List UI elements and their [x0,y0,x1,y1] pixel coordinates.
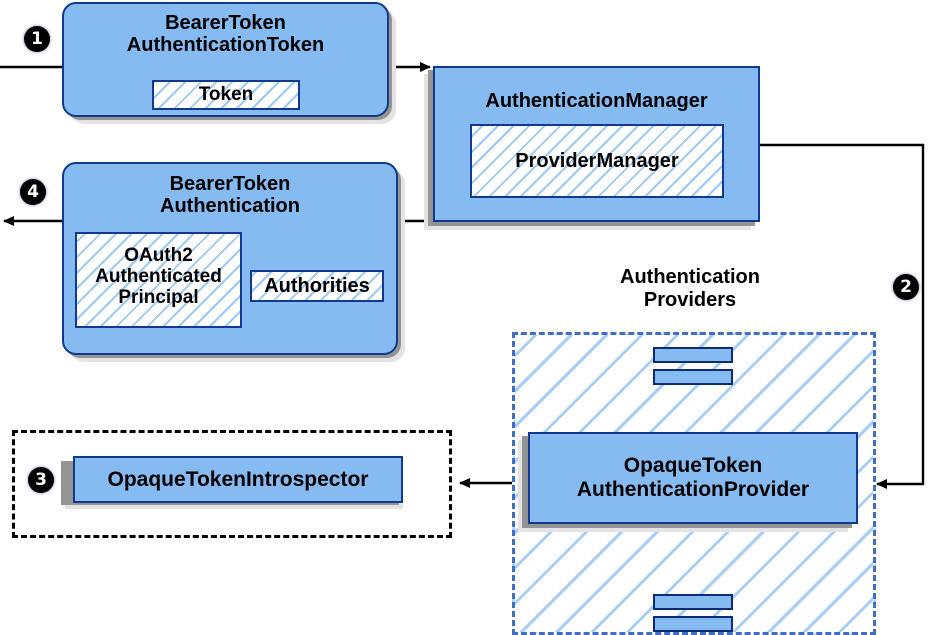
bearer-token-authentication-token-title-line1: BearerToken [165,12,286,34]
provider-stack-bottom-bar-1 [653,594,733,610]
step-marker-2: 2 [893,274,919,300]
opaque-token-authentication-provider[interactable]: OpaqueToken AuthenticationProvider [528,432,858,524]
authentication-providers-caption-line2: Providers [643,289,737,311]
step-marker-1: 1 [24,26,50,52]
provider-stack-top-bar-2 [653,369,733,385]
bearer-token-authentication[interactable]: BearerToken Authentication OAuth2 Authen… [62,162,398,355]
opaque-token-authentication-provider-title-line1: OpaqueToken [623,454,763,478]
authentication-providers-caption-line1: Authentication [620,266,760,288]
provider-stack-bottom-bar-2 [653,616,733,632]
opaque-token-authentication-provider-title-line2: AuthenticationProvider [576,478,810,501]
authentication-manager-title: AuthenticationManager [485,90,708,112]
opaque-token-introspector[interactable]: OpaqueTokenIntrospector [73,456,403,503]
bearer-token-authentication-token-title-line2: AuthenticationToken [126,34,325,57]
step-marker-3: 3 [28,467,54,493]
provider-stack-top-bar-1 [653,347,733,363]
bearer-token-authentication-title-line2: Authentication [160,195,300,218]
bearer-token-authentication-token-title: BearerToken AuthenticationToken [64,12,387,57]
step-marker-4: 4 [20,179,46,205]
oauth2-authenticated-principal-inner-box[interactable]: OAuth2 Authenticated Principal [75,232,242,328]
bearer-token-authentication-token[interactable]: BearerToken AuthenticationToken Token [62,2,389,117]
provider-manager-inner-box[interactable]: ProviderManager [470,124,724,198]
authentication-manager[interactable]: AuthenticationManager ProviderManager [433,66,760,222]
introspector-group [12,430,452,538]
authentication-providers-caption: Authentication Providers [512,266,868,312]
oauth2-authenticated-principal-line3: Principal [118,286,199,308]
token-inner-box[interactable]: Token [152,80,300,110]
authorities-inner-box[interactable]: Authorities [250,270,384,302]
bearer-token-authentication-title-line1: BearerToken [169,173,291,195]
bearer-token-authentication-title: BearerToken Authentication [64,173,396,218]
oauth2-authenticated-principal-line2: Authenticated [95,265,222,287]
oauth2-authenticated-principal-line1: OAuth2 [124,245,193,266]
